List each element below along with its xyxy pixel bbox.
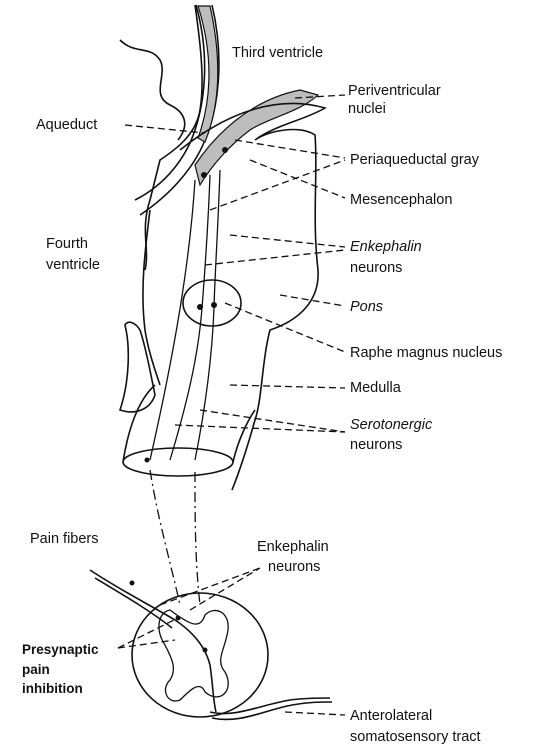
leader-serotonergic-1 xyxy=(200,410,345,432)
fourth-ventricle-flap xyxy=(120,322,155,412)
pain-fiber-incoming-2 xyxy=(95,578,172,628)
label-pain-fibers: Pain fibers xyxy=(30,530,99,548)
leader-mesencephalon xyxy=(250,160,345,198)
label-serotonergic-1: Serotonergic xyxy=(350,416,432,434)
leader-anterolateral xyxy=(285,712,345,715)
cord-synapse-3 xyxy=(203,648,208,653)
gray-matter-outline xyxy=(159,610,228,701)
leader-enkephalin-lower xyxy=(160,568,260,605)
label-medulla: Medulla xyxy=(350,379,401,397)
label-serotonergic-2: neurons xyxy=(350,436,402,454)
aqueduct-wall-left xyxy=(135,5,205,200)
leader-pag-1 xyxy=(235,140,345,158)
label-enkephalin-lower-2: neurons xyxy=(268,558,320,576)
pag-neuron-1 xyxy=(201,172,207,178)
label-periventricular-2: nuclei xyxy=(348,100,386,118)
label-enkephalin-upper-2: neurons xyxy=(350,259,402,277)
third-ventricle-outline xyxy=(145,5,202,270)
label-enkephalin-upper-1: Enkephalin xyxy=(350,238,422,256)
label-anterolateral-1: Anterolateral xyxy=(350,707,432,725)
leader-medulla xyxy=(230,385,345,388)
leader-pag-2 xyxy=(210,160,345,210)
raphe-neuron-2 xyxy=(211,302,217,308)
descending-fiber-1 xyxy=(150,180,195,460)
label-presynaptic-1: Presynaptic xyxy=(22,641,99,659)
label-anterolateral-2: somatosensory tract xyxy=(350,728,481,746)
leader-enkephalin-2 xyxy=(205,250,345,265)
label-periaqueductal-gray: Periaqueductal gray xyxy=(350,151,479,169)
label-mesencephalon: Mesencephalon xyxy=(350,191,452,209)
spinal-fiber-1 xyxy=(150,470,180,605)
pag-neuron-2 xyxy=(222,147,228,153)
label-aqueduct: Aqueduct xyxy=(36,116,97,134)
label-fourth-ventricle-2: ventricle xyxy=(46,256,100,274)
raphe-neuron-1 xyxy=(197,304,203,310)
label-raphe-magnus: Raphe magnus nucleus xyxy=(350,344,502,362)
leader-enkephalin-lower-2 xyxy=(190,568,260,610)
label-pons: Pons xyxy=(350,298,383,316)
leader-raphe xyxy=(225,303,345,352)
cord-synapse-1 xyxy=(130,581,135,586)
label-enkephalin-lower-1: Enkephalin xyxy=(257,538,329,556)
label-presynaptic-2: pain xyxy=(22,661,50,679)
label-third-ventricle: Third ventricle xyxy=(232,44,323,62)
descending-fiber-3 xyxy=(195,170,220,460)
spinal-fiber-2 xyxy=(195,472,200,605)
leader-enkephalin-1 xyxy=(230,235,345,247)
label-presynaptic-3: inhibition xyxy=(22,680,83,698)
leader-presynaptic-1 xyxy=(118,618,178,648)
label-periventricular-1: Periventricular xyxy=(348,82,441,100)
medulla-dot xyxy=(145,458,150,463)
label-fourth-ventricle-1: Fourth xyxy=(46,235,88,253)
medulla-cut-ellipse xyxy=(123,448,233,476)
spinal-cord-outline xyxy=(132,593,268,717)
